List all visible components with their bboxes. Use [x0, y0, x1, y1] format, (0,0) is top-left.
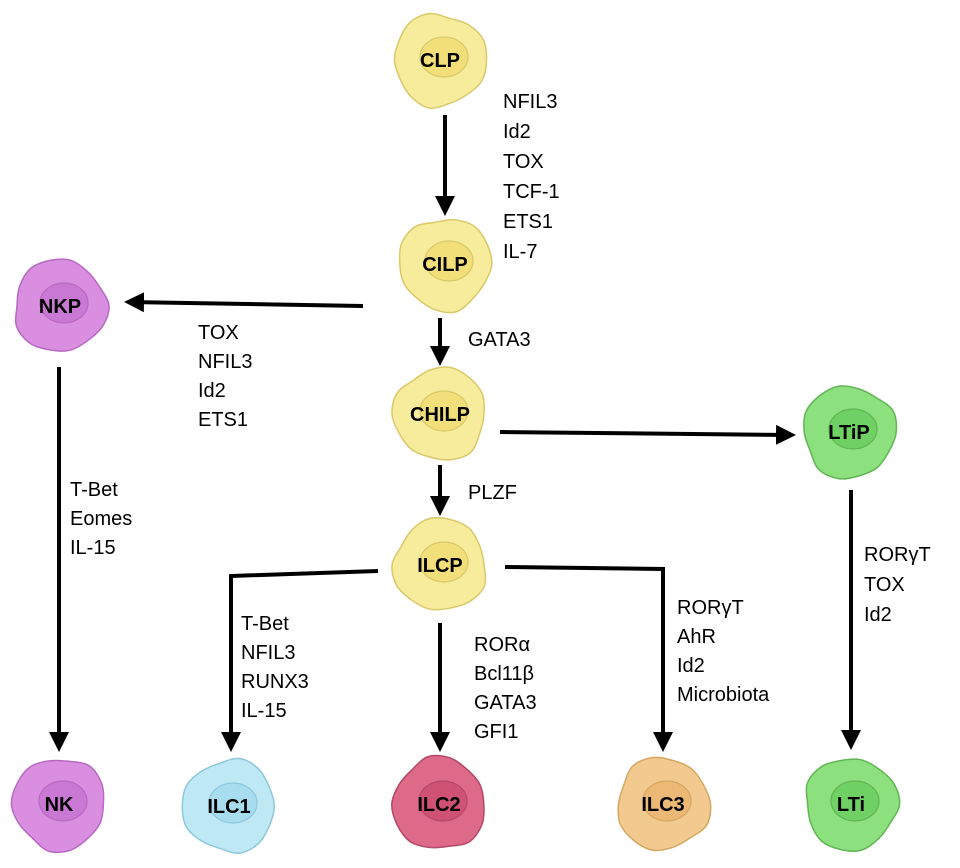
- cell-clp: CLP: [393, 12, 488, 109]
- factor-item: Eomes: [70, 508, 132, 530]
- factor-item: TOX: [503, 151, 544, 173]
- factor-item: ETS1: [198, 409, 248, 431]
- factors-ltip-to-lti: RORγT TOX Id2: [864, 544, 931, 626]
- factor-item: IL-15: [241, 700, 287, 722]
- cell-ilc2: ILC2: [391, 754, 485, 849]
- cell-nucleus: [38, 780, 88, 822]
- factor-item: Microbiota: [677, 684, 770, 706]
- factor-item: NFIL3: [241, 642, 295, 664]
- edge-ilcp-ilc3: [504, 565, 673, 752]
- factor-item: GFI1: [474, 721, 518, 743]
- cell-lti: LTi: [805, 758, 901, 852]
- factors-cilp-to-chilp: GATA3: [468, 329, 531, 351]
- cell-nucleus: [830, 780, 880, 822]
- cell-ilc3: ILC3: [617, 756, 712, 852]
- factor-item: IL-15: [70, 537, 116, 559]
- factor-item: IL-7: [503, 241, 537, 263]
- cell-nk: NK: [10, 759, 105, 854]
- cell-chilp: CHILP: [391, 366, 486, 461]
- factor-item: NFIL3: [198, 351, 252, 373]
- cell-nkp: NKP: [14, 258, 110, 352]
- cell-label: CHILP: [410, 404, 470, 426]
- cell-ltip: LTiP: [803, 385, 898, 480]
- cell-label: CILP: [422, 254, 468, 276]
- cell-cilp: CILP: [398, 219, 493, 314]
- factor-item: TCF-1: [503, 181, 560, 203]
- factor-item: Id2: [503, 121, 531, 143]
- factor-item: Id2: [198, 380, 226, 402]
- factor-item: GATA3: [468, 329, 531, 351]
- cell-nucleus: [39, 282, 89, 324]
- factor-item: NFIL3: [503, 91, 557, 113]
- factor-item: Id2: [864, 604, 892, 626]
- cell-ilcp: ILCP: [391, 516, 487, 611]
- cell-ilc1: ILC1: [181, 757, 276, 854]
- factors-chilp-to-ilcp: PLZF: [468, 482, 517, 504]
- factor-item: T-Bet: [241, 613, 289, 635]
- cell-label: ILC1: [207, 796, 250, 818]
- factor-item: ETS1: [503, 211, 553, 233]
- factor-item: AhR: [677, 626, 716, 648]
- cells: CLP CILP CHILP ILCP NKP LTiP NK ILC1 ILC…: [10, 12, 901, 854]
- cell-label: LTiP: [828, 422, 869, 444]
- cell-label: LTi: [837, 794, 865, 816]
- factor-item: T-Bet: [70, 479, 118, 501]
- factor-item: Bcl11β: [474, 663, 534, 685]
- cell-nucleus: [419, 541, 469, 583]
- factor-item: TOX: [864, 574, 905, 596]
- factor-item: RUNX3: [241, 671, 309, 693]
- cell-label: CLP: [420, 50, 460, 72]
- cell-nucleus: [208, 782, 258, 824]
- cell-label: NKP: [39, 296, 81, 318]
- cell-nucleus: [424, 240, 474, 282]
- factor-item: TOX: [198, 322, 239, 344]
- edge-ilcp-ilc1: [221, 569, 379, 752]
- factor-item: PLZF: [468, 482, 517, 504]
- cell-label: ILCP: [417, 555, 463, 577]
- factor-item: Id2: [677, 655, 705, 677]
- cell-nucleus: [828, 408, 878, 450]
- cell-label: ILC3: [641, 794, 684, 816]
- cell-nucleus: [419, 390, 469, 432]
- cell-label: ILC2: [417, 794, 460, 816]
- cell-label: NK: [45, 794, 74, 816]
- factor-item: RORγT: [677, 597, 744, 619]
- edge-chilp-ltip: [499, 424, 796, 445]
- factor-item: GATA3: [474, 692, 537, 714]
- cell-nucleus: [642, 780, 692, 822]
- edges: [49, 115, 861, 752]
- factor-item: RORγT: [864, 544, 931, 566]
- cell-nucleus: [419, 36, 469, 78]
- cell-nucleus: [418, 780, 468, 822]
- factor-item: RORα: [474, 634, 530, 656]
- edge-cilp-nkp: [124, 292, 364, 313]
